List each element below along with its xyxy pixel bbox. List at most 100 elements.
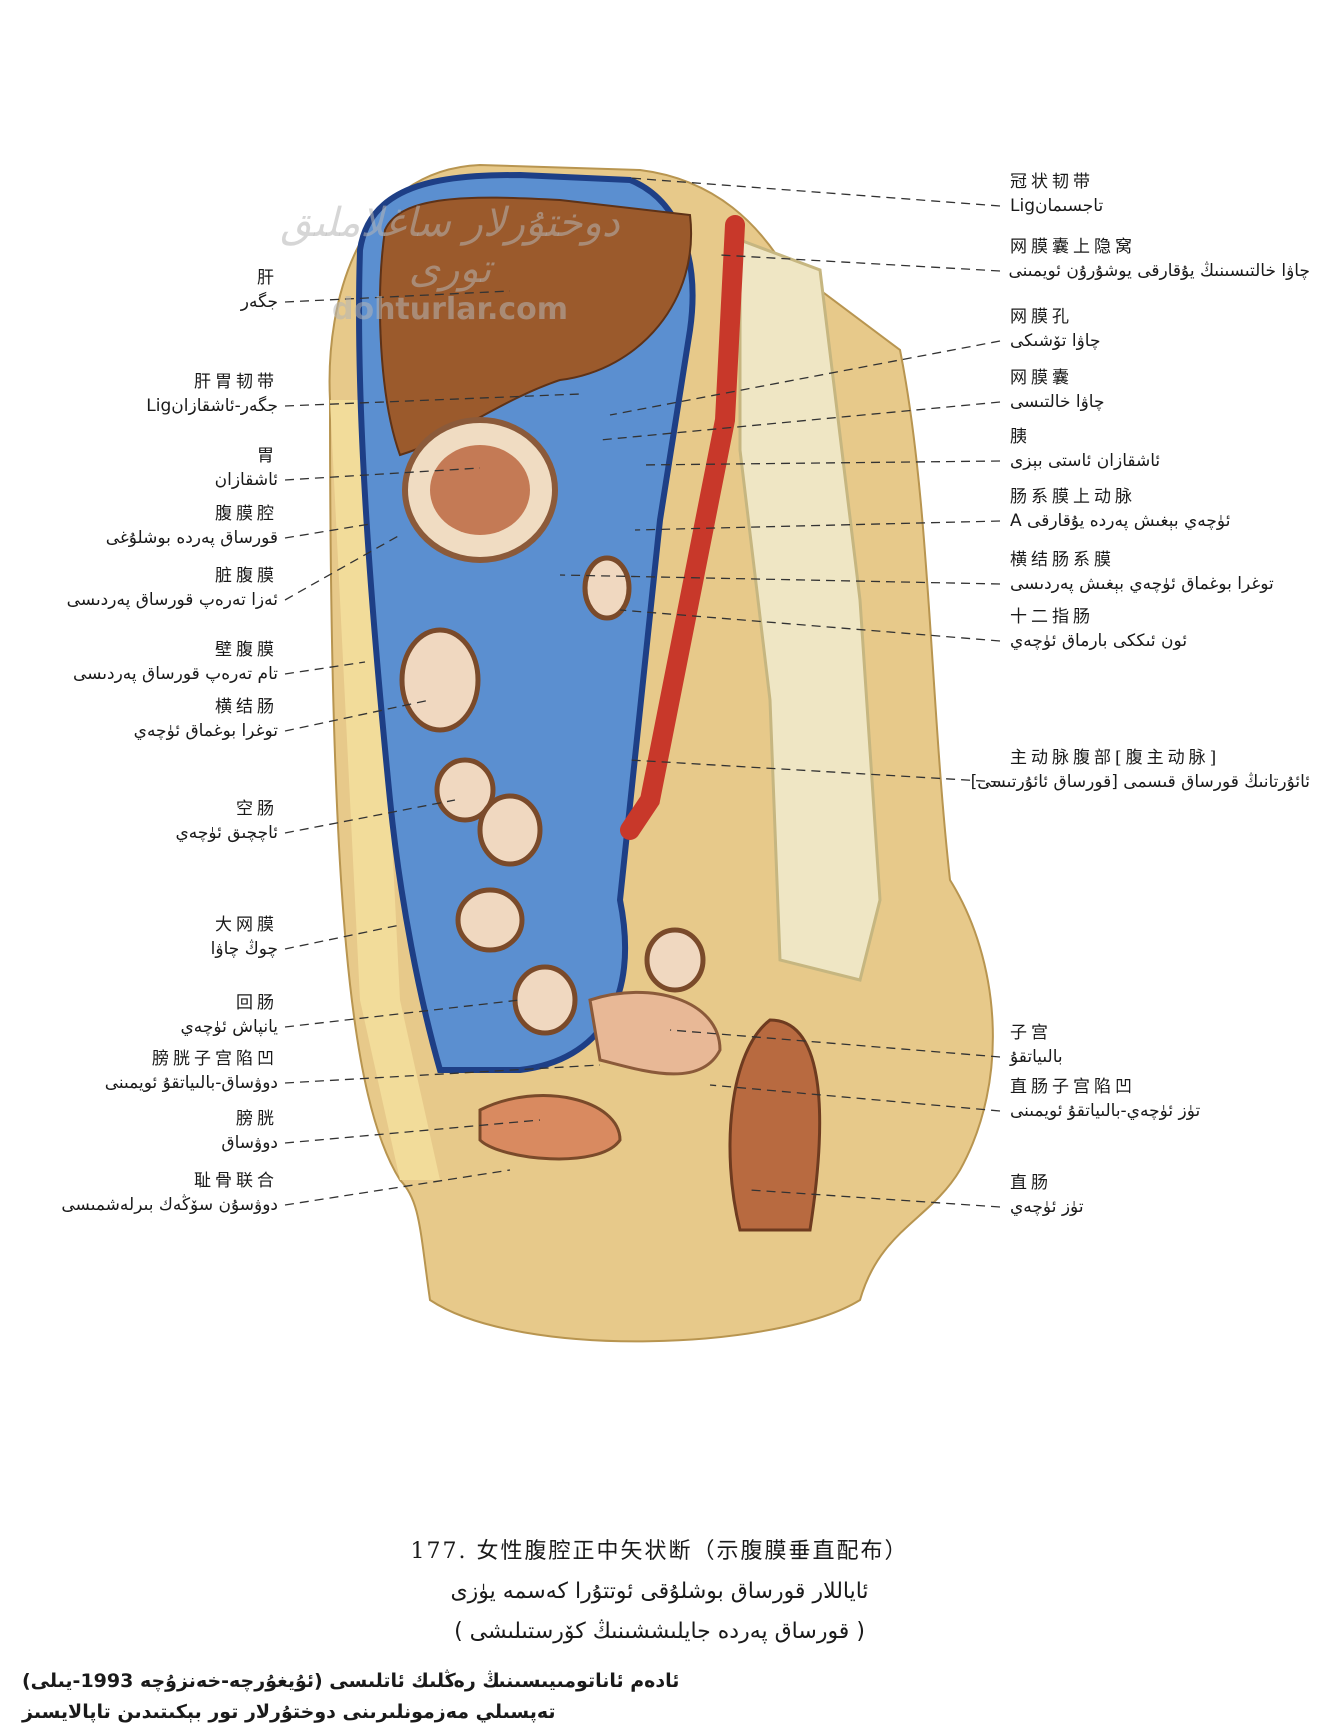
label-left-1: 肝胃韧带 جگەر-ئاشقازانLig [0, 370, 278, 418]
label-ug: جگەر [240, 292, 278, 312]
leader-line [284, 661, 366, 675]
leader-line [634, 520, 1001, 531]
leader-line [284, 699, 431, 732]
leader-line [629, 177, 1001, 207]
label-zh: 肝 [257, 268, 278, 288]
label-zh: 空肠 [236, 799, 278, 819]
leader-line [609, 340, 1001, 416]
label-ug: ئون ئىككى بارماق ئۈچەي [1010, 631, 1188, 651]
label-zh: 壁腹膜 [215, 640, 278, 660]
label-ug: دوۋسۇن سۆڭەك بىرلەشمىسى [61, 1195, 278, 1215]
label-zh: 膀胱 [236, 1109, 278, 1129]
figure-caption: 177. 女性腹腔正中矢状断（示腹膜垂直配布） ئاياللار قورساق … [0, 1532, 1319, 1652]
label-ug: قورساق پەردە بوشلۇغى [105, 528, 278, 548]
label-left-12: 耻骨联合 دوۋسۇن سۆڭەك بىرلەشمىسى [0, 1169, 278, 1217]
caption-ug-2: ( قورساق پەردە جايلىششىنىڭ كۆرستىلىشى ) [454, 1619, 865, 1644]
label-left-10: 膀胱子宫陷凹 دوۋساق-بالىياتقۇ ئويمىنى [0, 1047, 278, 1095]
label-zh: 网膜孔 [1010, 307, 1073, 327]
label-zh: 冠状韧带 [1010, 172, 1094, 192]
spine [738, 237, 882, 982]
label-zh: 横结肠系膜 [1010, 550, 1115, 570]
label-ug: چاۋا تۆشىكى [1010, 331, 1101, 351]
label-left-7: 空肠 ئاچچىق ئۈچەي [0, 797, 278, 845]
label-zh: 胰 [1010, 427, 1031, 447]
leader-line [284, 534, 401, 601]
leader-line [629, 759, 1001, 783]
caption-ug-1: ئاياللار قورساق بوشلۇقى ئوتتۇرا كەسمە يۈ… [450, 1579, 869, 1604]
label-zh: 回肠 [236, 993, 278, 1013]
leader-line [284, 1169, 511, 1206]
leader-line [284, 1119, 541, 1144]
label-right-1: 网膜囊上隐窝 چاۋا خالتىسىنىڭ يۇقارقى يوشۇرۇن ئو… [1008, 235, 1310, 283]
watermark-text: دوختۇرلار ساغلاملىق تورى [280, 200, 620, 292]
label-left-2: 胃 ئاشقازان [0, 444, 278, 492]
label-ug: دوۋساق-بالىياتقۇ ئويمىنى [104, 1073, 278, 1093]
leader-line [669, 1029, 1001, 1058]
label-zh: 横结肠 [215, 697, 278, 717]
label-right-3: 网膜囊 چاۋا خالتىسى [1010, 366, 1310, 414]
watermark: دوختۇرلار ساغلاملىق تورى dohturlar.com [270, 200, 630, 327]
label-zh: 耻骨联合 [194, 1171, 278, 1191]
leader-line [284, 999, 521, 1028]
label-zh: 肝胃韧带 [194, 372, 278, 392]
label-ug: ئاچچىق ئۈچەي [175, 823, 278, 843]
label-zh: 肠系膜上动脉 [1010, 487, 1136, 507]
leader-line [284, 467, 481, 481]
label-ug: بالىياتقۇ [1010, 1047, 1063, 1067]
label-zh: 直肠子宫陷凹 [1010, 1077, 1136, 1097]
leader-line [284, 393, 581, 407]
label-right-2: 网膜孔 چاۋا تۆشىكى [1010, 305, 1310, 353]
leader-line [284, 924, 401, 950]
intestine-loops [399, 555, 706, 1036]
caption-zh: 177. 女性腹腔正中矢状断（示腹膜垂直配布） [410, 1539, 909, 1564]
leader-line [619, 609, 1001, 642]
label-ug: تاجسىمانLig [1010, 196, 1104, 216]
abdominal-wall [330, 400, 440, 1180]
leader-line [749, 1189, 1001, 1208]
label-ug: چاۋا خالتىسىنىڭ يۇقارقى يوشۇرۇن ئويمىنى [1008, 261, 1310, 281]
label-zh: 子宫 [1010, 1023, 1052, 1043]
rectum [728, 1018, 822, 1232]
label-ug: جگەر-ئاشقازانLig [146, 396, 278, 416]
label-zh: 胃 [257, 446, 278, 466]
label-right-6: 横结肠系膜 توغرا بوغماق ئۈچەي بېغىش پەردىسى [1010, 548, 1310, 596]
source-footer: ئادەم ئاناتومىيىسىنىڭ رەڭلىك ئاتلىسى (ئۇ… [22, 1666, 679, 1728]
label-ug: تام تەرەپ قورساق پەردىسى [72, 664, 278, 684]
leader-line [599, 401, 1001, 441]
label-left-5: 壁腹膜 تام تەرەپ قورساق پەردىسى [0, 638, 278, 686]
label-ug: ئۈچەي بېغىش پەردە يۇقارقى A [1010, 511, 1231, 531]
label-ug: يانپاش ئۈچەي [180, 1017, 278, 1037]
footer-line-1: ئادەم ئاناتومىيىسىنىڭ رەڭلىك ئاتلىسى (ئۇ… [22, 1670, 680, 1692]
label-left-3: 腹膜腔 قورساق پەردە بوشلۇغى [0, 502, 278, 550]
footer-line-2: تەپسىلي مەزمونلىرىنى دوختۇرلار تور بېكىت… [22, 1701, 556, 1723]
label-zh: 腹膜腔 [215, 504, 278, 524]
leader-line [559, 574, 1001, 585]
uterus [588, 990, 722, 1076]
label-right-4: 胰 ئاشقازان ئاستى بېزى [1010, 425, 1310, 473]
label-zh: 网膜囊上隐窝 [1010, 237, 1136, 257]
label-left-6: 横结肠 توغرا بوغماق ئۈچەي [0, 695, 278, 743]
leader-line [284, 1064, 601, 1084]
label-left-0: 肝 جگەر [0, 266, 278, 314]
label-ug: ئاشقازان ئاستى بېزى [1010, 451, 1161, 471]
bladder [478, 1094, 622, 1161]
label-zh: 主动脉腹部[腹主动脉] [1010, 748, 1221, 768]
watermark-site: dohturlar.com [331, 292, 569, 327]
label-ug: چاۋا خالتىسى [1010, 392, 1105, 412]
label-ug: ئاشقازان [214, 470, 278, 490]
leader-line [709, 1084, 1001, 1112]
label-right-8: 主动脉腹部[腹主动脉]ئائۇرتانىڭ قورساق قىسمى [قورس… [971, 746, 1310, 794]
label-zh: 网膜囊 [1010, 368, 1073, 388]
label-zh: 膀胱子宫陷凹 [152, 1049, 278, 1069]
label-ug: چوڭ چاۋا [210, 939, 278, 959]
label-zh: 十二指肠 [1010, 607, 1094, 627]
label-zh: 直肠 [1010, 1173, 1052, 1193]
label-ug: تۈز ئۈچەي [1010, 1197, 1084, 1217]
label-ug: توغرا بوغماق ئۈچەي [133, 721, 278, 741]
label-ug: توغرا بوغماق ئۈچەي بېغىش پەردىسى [1010, 574, 1274, 594]
label-zh: 脏腹膜 [215, 566, 278, 586]
